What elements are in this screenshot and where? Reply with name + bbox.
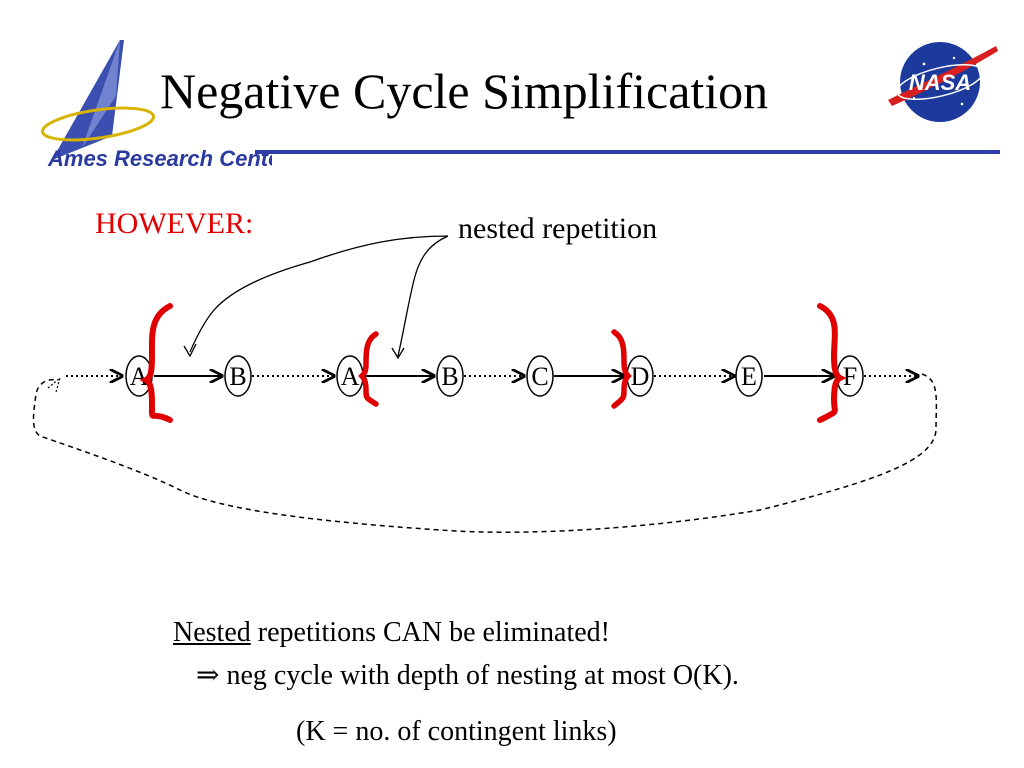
node-label: F <box>843 362 857 391</box>
node-a-1: A <box>125 355 153 397</box>
node-b-1: B <box>224 355 252 397</box>
ames-logo-text: Ames Research Center <box>47 146 272 171</box>
node-f: F <box>836 355 864 397</box>
cycle-return-arrowhead <box>47 376 62 393</box>
nasa-chevron <box>888 46 998 106</box>
nested-repetition-annotation: nested repetition <box>458 212 658 245</box>
statement-underlined: Nested <box>173 617 251 648</box>
ames-wing-shape <box>52 40 124 160</box>
implies-symbol: ⇒ <box>196 660 220 691</box>
outer-open-bracket <box>139 303 173 423</box>
slide-title: Negative Cycle Simplification <box>160 63 769 119</box>
statement: Nested repetitions CAN be eliminated! <box>173 617 610 649</box>
nasa-logo: NASA <box>888 42 998 122</box>
node-e: E <box>735 355 763 397</box>
however-label: HOWEVER: <box>95 207 254 240</box>
node-label: B <box>229 362 246 391</box>
header-rule <box>255 150 1000 154</box>
inner-close-bracket <box>611 329 632 409</box>
nasa-logo-text: NASA <box>909 70 971 95</box>
implication-text: neg cycle with depth of nesting at most … <box>219 660 739 691</box>
node-label: C <box>531 362 548 391</box>
node-label: A <box>130 362 149 391</box>
annotation-pointer-inner <box>397 235 449 357</box>
node-b-2: B <box>436 355 464 397</box>
implication: ⇒ neg cycle with depth of nesting at mos… <box>196 658 739 692</box>
cycle-return-link <box>32 373 938 533</box>
node-label: A <box>341 362 360 391</box>
node-c: C <box>526 355 554 397</box>
node-label: D <box>631 362 650 391</box>
annotation-pointer-outer <box>189 235 449 353</box>
outer-close-bracket <box>817 303 847 423</box>
inner-open-bracket <box>358 331 379 407</box>
statement-rest: repetitions CAN be eliminated! <box>250 617 611 648</box>
node-label: B <box>441 362 458 391</box>
node-label: E <box>741 362 757 391</box>
node-d: D <box>626 355 654 397</box>
orbit-ring <box>41 106 155 142</box>
ames-research-center-logo: Ames Research Center <box>41 40 272 171</box>
node-a-2: A <box>336 355 364 397</box>
footnote: (K = no. of contingent links) <box>296 716 617 747</box>
